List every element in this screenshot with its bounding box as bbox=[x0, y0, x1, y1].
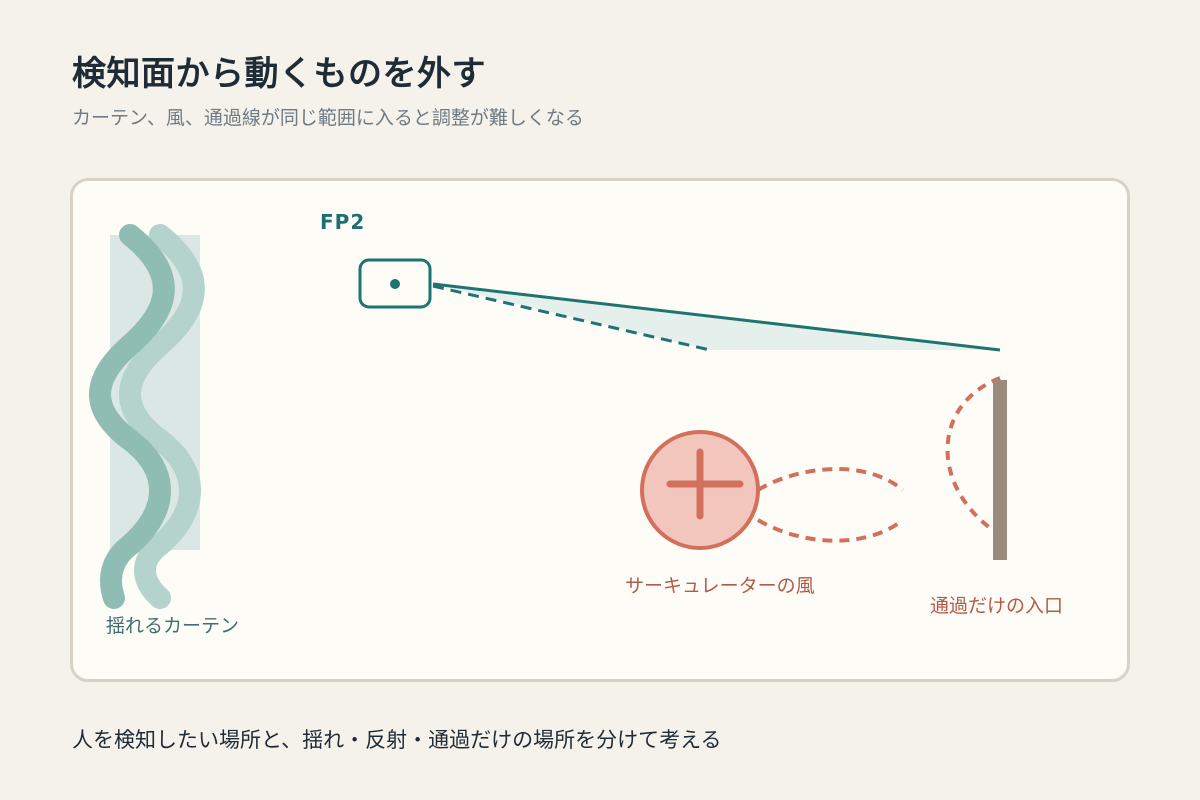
sensor-label: FP2 bbox=[320, 210, 366, 234]
detection-edge-solid bbox=[432, 282, 1001, 352]
door-label: 通過だけの入口 bbox=[930, 595, 1064, 617]
page-title: 検知面から動くものを外す bbox=[72, 54, 486, 94]
curtain-icon bbox=[89, 224, 205, 609]
detection-edge-dashed bbox=[432, 284, 711, 352]
door-swing-arc bbox=[945, 376, 1002, 537]
fan-airflow-upper bbox=[756, 467, 905, 492]
curtain-wave-front bbox=[89, 224, 175, 609]
sensor-icon bbox=[358, 258, 432, 309]
door-icon bbox=[945, 376, 1007, 560]
fan-label: サーキュレーターの風 bbox=[625, 575, 815, 597]
door-frame bbox=[993, 380, 1007, 560]
diagram-panel bbox=[70, 178, 1130, 682]
footer-caption: 人を検知したい場所と、揺れ・反射・通過だけの場所を分けて考える bbox=[72, 728, 722, 752]
detection-beam bbox=[432, 282, 1001, 352]
fan-icon bbox=[640, 430, 905, 550]
fan-airflow-lower bbox=[756, 518, 905, 543]
curtain-wave-back bbox=[119, 224, 205, 609]
sensor-lens bbox=[390, 279, 400, 289]
curtain-label: 揺れるカーテン bbox=[106, 615, 240, 637]
page-subtitle: カーテン、風、通過線が同じ範囲に入ると調整が難しくなる bbox=[72, 107, 584, 129]
